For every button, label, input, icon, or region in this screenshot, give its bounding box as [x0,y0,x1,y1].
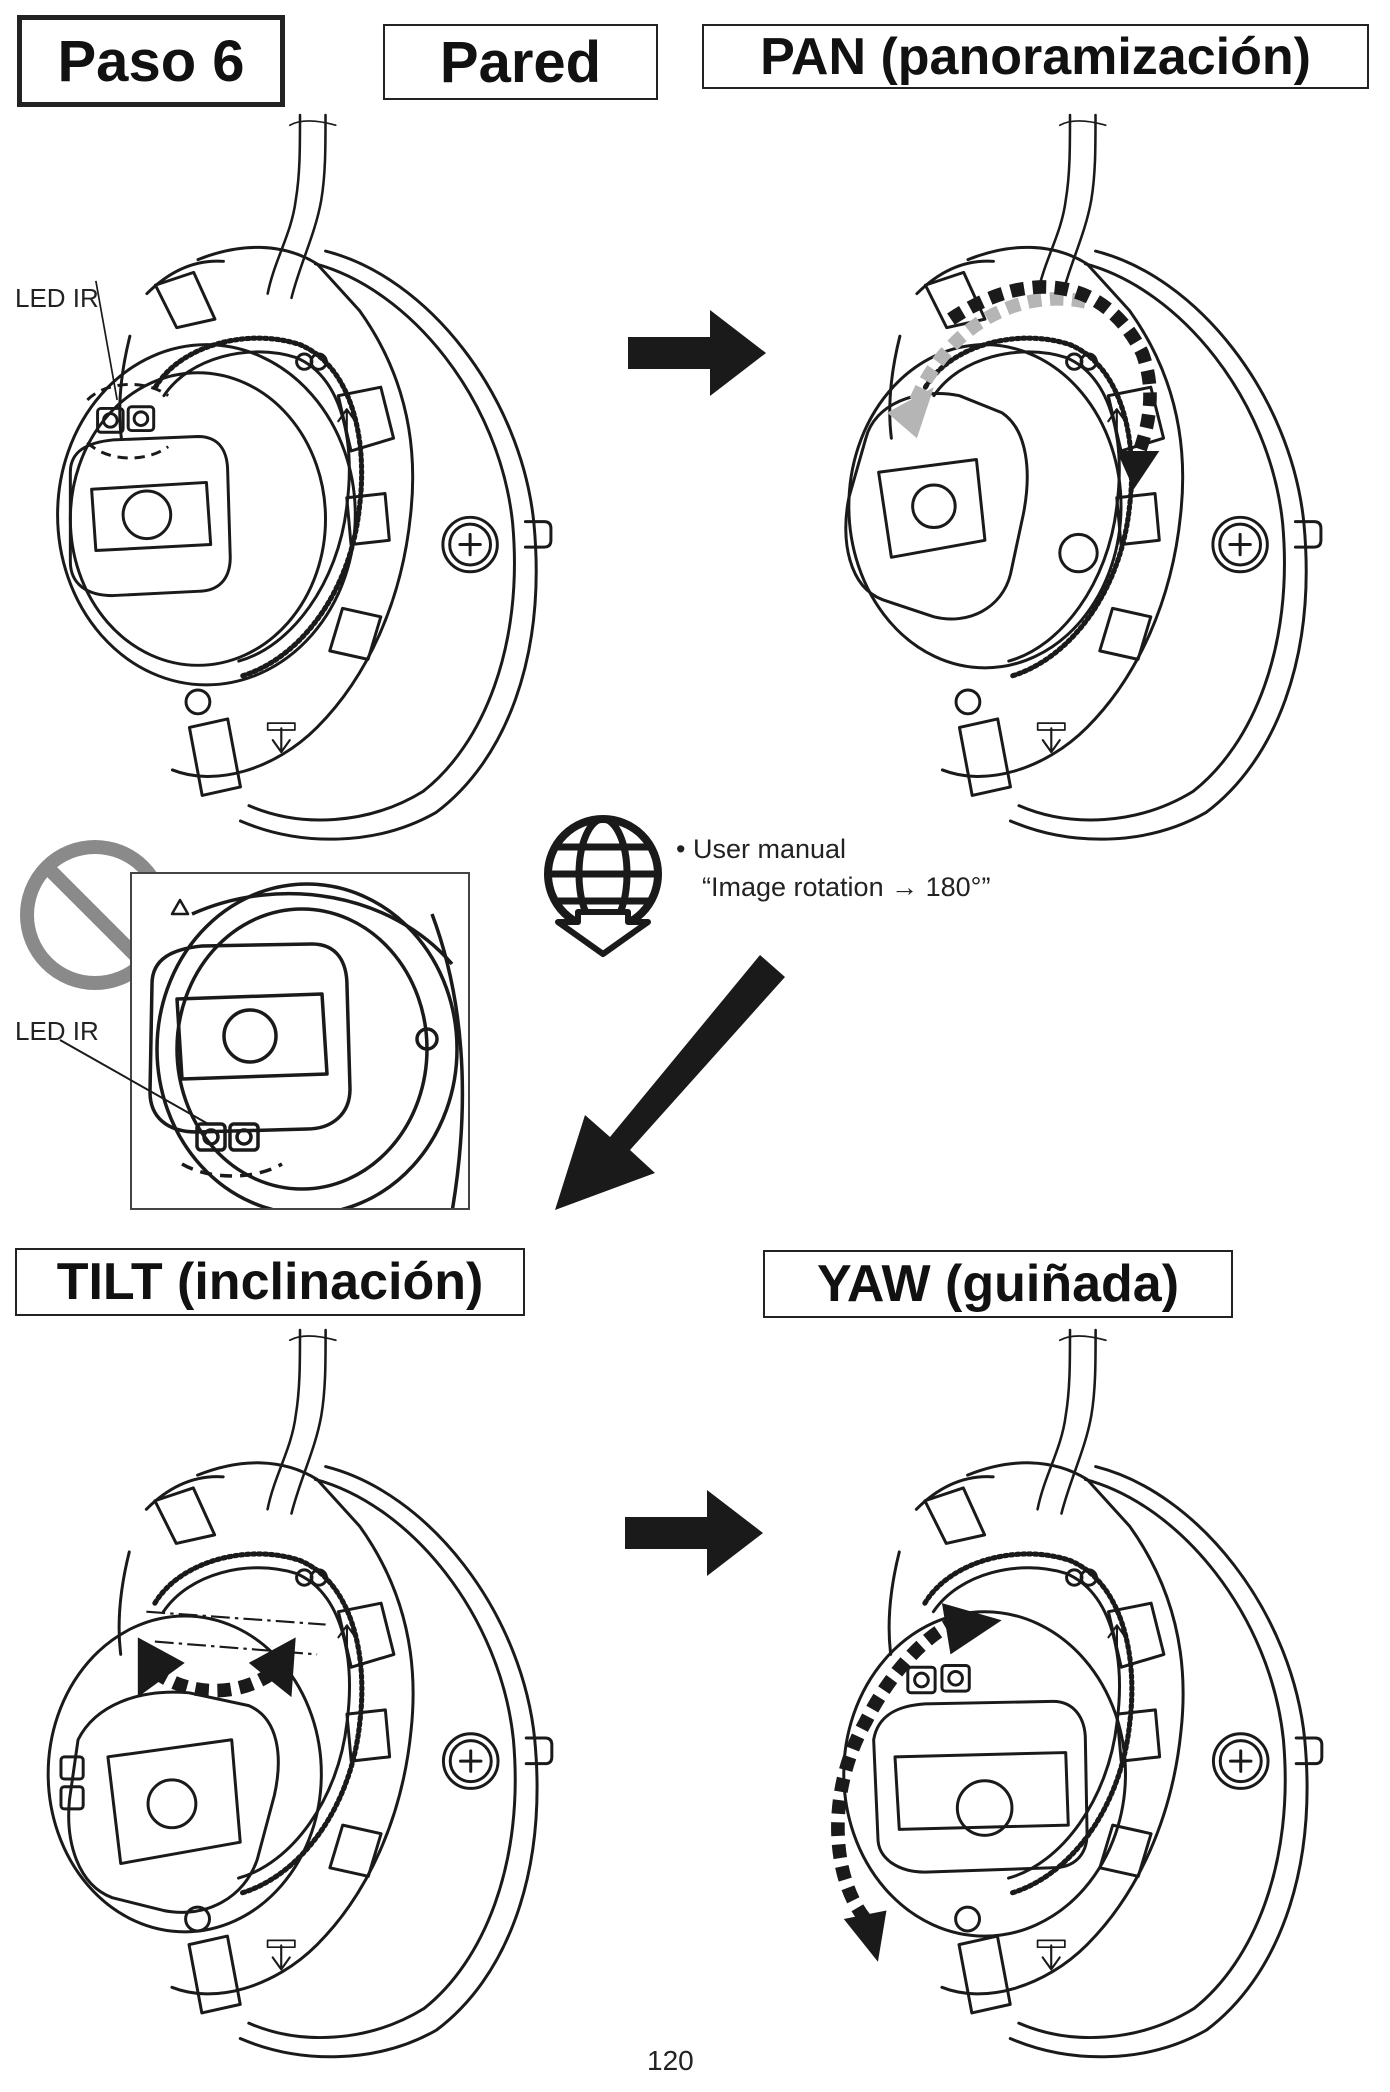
note-line-1: • User manual [676,830,990,868]
led-ir-leader [59,1039,211,1126]
tilt-label-text: TILT (inclinación) [56,1253,484,1311]
mount-label-text: Pared [439,29,602,95]
camera-wrong-orientation [148,882,465,1208]
tilt-label: TILT (inclinación) [15,1248,525,1316]
inset-frame [130,872,470,1210]
camera-tilt [46,1330,600,2030]
step-label: Paso 6 [17,15,285,107]
yaw-label: YAW (guiñada) [763,1250,1233,1318]
camera-pan [844,115,1370,855]
step-label-text: Paso 6 [57,28,245,94]
globe-download-icon [544,815,662,957]
pan-label: PAN (panoramización) [702,24,1369,89]
arrow-diagonal-icon [555,955,785,1210]
note-bullet: • [676,834,686,864]
note-text-2: “Image rotation → 180°” [702,872,991,902]
note-text-1: User manual [692,834,847,864]
led-ir-label-inset: LED IR [15,1016,99,1046]
mount-label: Pared [383,24,658,100]
camera-yaw [831,1330,1370,2030]
led-ir-label-top: LED IR [15,283,99,313]
yaw-label-text: YAW (guiñada) [816,1255,1180,1313]
pan-label-text: PAN (panoramización) [760,27,1311,86]
arrow-right-icon [628,310,766,396]
user-manual-note: • User manual “Image rotation → 180°” [676,830,990,906]
arrow-right-icon-2 [625,1490,763,1576]
camera-wall-front [56,115,600,855]
page-number: 120 [647,2045,694,2076]
